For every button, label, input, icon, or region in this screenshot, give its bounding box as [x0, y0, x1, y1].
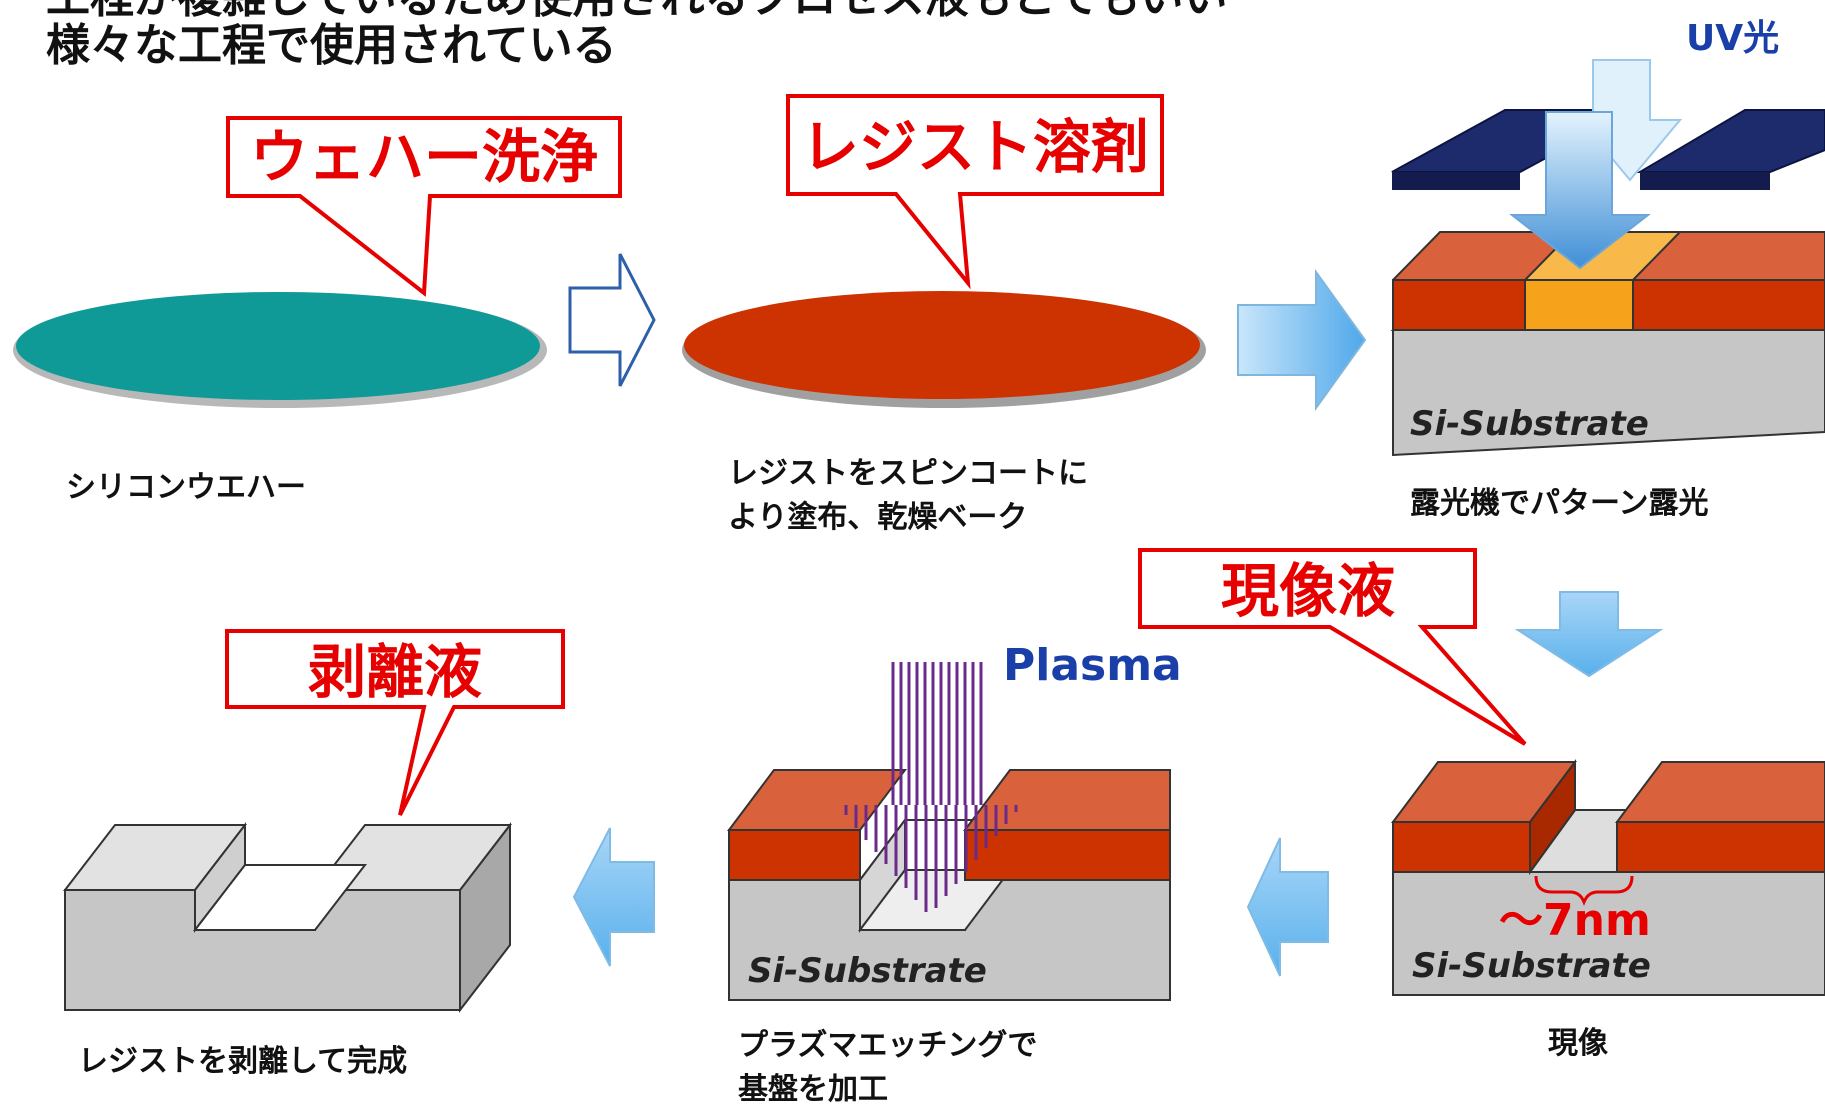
left-arrow-icon: [572, 827, 655, 967]
step-caption-exposure: 露光機でパターン露光: [1410, 482, 1709, 526]
step-caption-line: プラズマエッチングで: [738, 1028, 1038, 1063]
step-caption-line: レジストをスピンコートに: [728, 456, 1088, 491]
step-caption-line: シリコンウエハー: [66, 470, 306, 505]
step-caption-develop: 現像: [1548, 1022, 1608, 1066]
left-arrow-icon: [1246, 837, 1329, 977]
developed-block: [1391, 759, 1825, 996]
callout-developer: 現像液: [1138, 548, 1527, 746]
wafer-resist: [682, 291, 1206, 408]
uv-light-arrow-icon: [1509, 59, 1683, 270]
step-caption-strip: レジストを剥離して完成: [78, 1040, 407, 1084]
heading-line-1: 工程が複雑しているため使用されるプロセス液もとてもいい: [46, 0, 1227, 20]
substrate-label-etched: Si-Substrate: [748, 951, 987, 991]
wafer-teal: [13, 292, 547, 408]
down-arrow-icon: [1514, 591, 1664, 678]
plasma-arrow-icon: [844, 662, 1018, 912]
dimension-label: ～7nm: [1499, 895, 1651, 946]
step-caption-line: 露光機でパターン露光: [1410, 486, 1709, 521]
callout-stripper-text: 剥離液: [308, 638, 482, 706]
step-caption-line: 現像: [1548, 1026, 1608, 1061]
plasma-label: Plasma: [1003, 640, 1182, 691]
step-caption-wafer: シリコンウエハー: [66, 466, 306, 510]
substrate-label-exposure: Si-Substrate: [1410, 404, 1649, 444]
callout-wafer-clean-text: ウェハー洗浄: [250, 123, 598, 191]
step-caption-etch: プラズマエッチングで 基盤を加工: [738, 1024, 1037, 1111]
substrate-label-developed: Si-Substrate: [1412, 946, 1651, 986]
right-arrow-hollow-icon: [568, 253, 656, 387]
callout-stripper: 剥離液: [225, 629, 565, 816]
uv-light-label: UV光: [1686, 18, 1779, 59]
step-caption-line: 基盤を加工: [738, 1071, 888, 1107]
callout-wafer-clean: ウェハー洗浄: [226, 116, 622, 297]
step-caption-line: レジストを剥離して完成: [78, 1044, 408, 1079]
callout-resist-solvent-text: レジスト溶剤: [801, 113, 1149, 181]
heading-line-2: 様々な工程で使用されている: [46, 20, 617, 71]
callout-developer-text: 現像液: [1221, 557, 1395, 625]
exposure-block: [1390, 109, 1825, 457]
step-caption-coat: レジストをスピンコートに より塗布、乾燥ベーク: [728, 452, 1088, 539]
finished-block: [62, 822, 513, 1013]
enlarge-arrow-icon: [1237, 268, 1367, 412]
step-caption-line: より塗布、乾燥ベーク: [728, 499, 1028, 535]
callout-resist-solvent: レジスト溶剤: [786, 94, 1164, 290]
dimension-brace-icon: [1534, 875, 1634, 907]
